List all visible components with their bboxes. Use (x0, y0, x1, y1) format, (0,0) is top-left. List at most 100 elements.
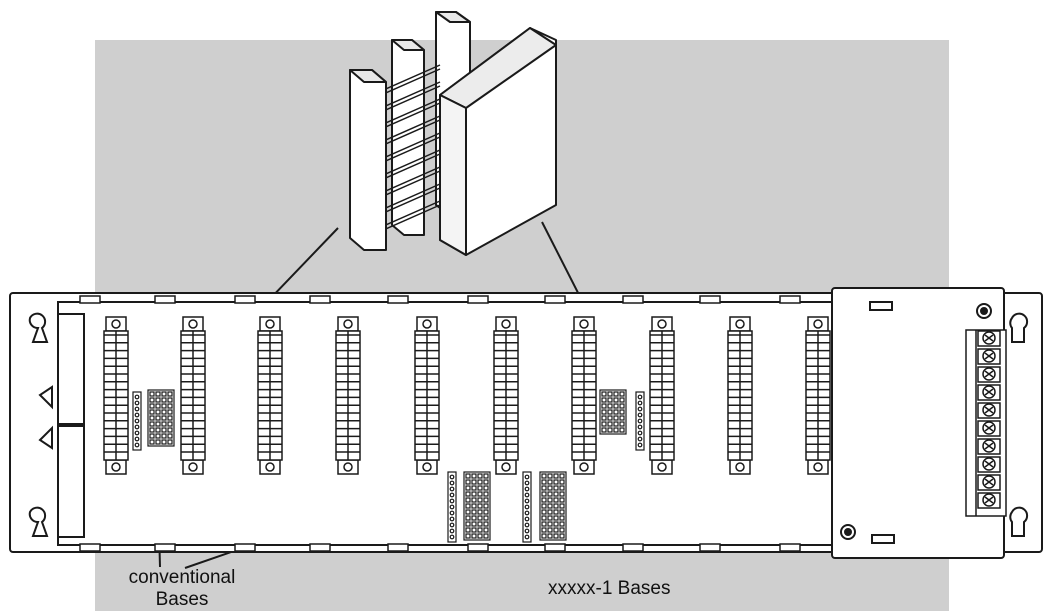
connector-cell (465, 509, 471, 515)
connector-cell (155, 421, 161, 427)
pin-hole (449, 492, 455, 498)
connector-cell (619, 391, 625, 397)
connector-cell (547, 521, 553, 527)
pin-hole (134, 394, 140, 400)
connector-cell (619, 421, 625, 427)
connector-cell (471, 521, 477, 527)
connector-cell (559, 521, 565, 527)
pin-hole (449, 486, 455, 492)
pin-hole (449, 522, 455, 528)
connector-cell (541, 485, 547, 491)
rack-clip (544, 543, 566, 552)
connector-cell (471, 479, 477, 485)
pin-hole (449, 528, 455, 534)
connector-cell (483, 479, 489, 485)
slot-screw (735, 319, 745, 329)
connector-cell (553, 485, 559, 491)
io-slot (103, 316, 129, 475)
connector-cell (471, 503, 477, 509)
terminal-screw-slot (984, 352, 994, 360)
connector-cell (541, 497, 547, 503)
connector-cell (483, 521, 489, 527)
connector-cell (613, 409, 619, 415)
connector-cell (149, 439, 155, 445)
connector-cell (471, 485, 477, 491)
rack-clip (154, 295, 176, 304)
connector-cell (465, 503, 471, 509)
connector-cell (607, 403, 613, 409)
connector-cell (547, 491, 553, 497)
connector-cell (483, 527, 489, 533)
terminal-screw-slot (984, 442, 994, 450)
connector-cell (161, 433, 167, 439)
pin-hole (449, 504, 455, 510)
connector-cell (161, 409, 167, 415)
pin-hole (134, 436, 140, 442)
slot-screw (657, 319, 667, 329)
connector-cell (559, 491, 565, 497)
connector-cell (559, 497, 565, 503)
pin-hole (524, 486, 530, 492)
slot-screw (188, 319, 198, 329)
rack-clip (467, 295, 489, 304)
connector-cell (483, 533, 489, 539)
connector-cell (547, 473, 553, 479)
backplane-pin-header (522, 471, 532, 543)
connector-cell (553, 509, 559, 515)
pin-hole (134, 418, 140, 424)
connector-cell (607, 391, 613, 397)
slot-screw (265, 462, 275, 472)
connector-cell (161, 397, 167, 403)
pin-hole (637, 424, 643, 430)
backplane-pin-header (635, 391, 645, 451)
pin-hole (637, 394, 643, 400)
pin-hole (134, 406, 140, 412)
connector-cell (471, 497, 477, 503)
connector-cell (149, 403, 155, 409)
slot-screw (343, 319, 353, 329)
connector-cell (547, 485, 553, 491)
connector-cell (547, 479, 553, 485)
connector-cell (547, 503, 553, 509)
connector-cell (161, 427, 167, 433)
connector-cell (167, 391, 173, 397)
connector-cell (149, 391, 155, 397)
connector-cell (601, 391, 607, 397)
backplane-pin-header (447, 471, 457, 543)
connector-cell (607, 397, 613, 403)
pin-hole (524, 498, 530, 504)
pin-hole (449, 480, 455, 486)
connector-cell (559, 473, 565, 479)
pin-hole (449, 474, 455, 480)
connector-cell (477, 485, 483, 491)
rack-clip (309, 295, 331, 304)
connector-cell (161, 403, 167, 409)
connector-cell (553, 515, 559, 521)
connector-cell (471, 473, 477, 479)
conventional-label-line2: Bases (155, 589, 209, 610)
pin-hole (134, 430, 140, 436)
connector-cell (167, 409, 173, 415)
pin-hole (449, 510, 455, 516)
connector-cell (559, 479, 565, 485)
connector-cell (541, 491, 547, 497)
rack-clip (467, 543, 489, 552)
pin-hole (524, 504, 530, 510)
connector-cell (619, 409, 625, 415)
connector-cell (607, 415, 613, 421)
connector-cell (167, 397, 173, 403)
connector-cell (471, 515, 477, 521)
slot-screw (735, 462, 745, 472)
pin-hole (637, 442, 643, 448)
pin-hole (524, 522, 530, 528)
connector-cell (619, 427, 625, 433)
connector-cell (541, 521, 547, 527)
connector-cell (155, 397, 161, 403)
connector-cell (607, 409, 613, 415)
connector-cell (465, 533, 471, 539)
connector-cell (477, 533, 483, 539)
pin-hole (134, 400, 140, 406)
connector-cell (559, 533, 565, 539)
